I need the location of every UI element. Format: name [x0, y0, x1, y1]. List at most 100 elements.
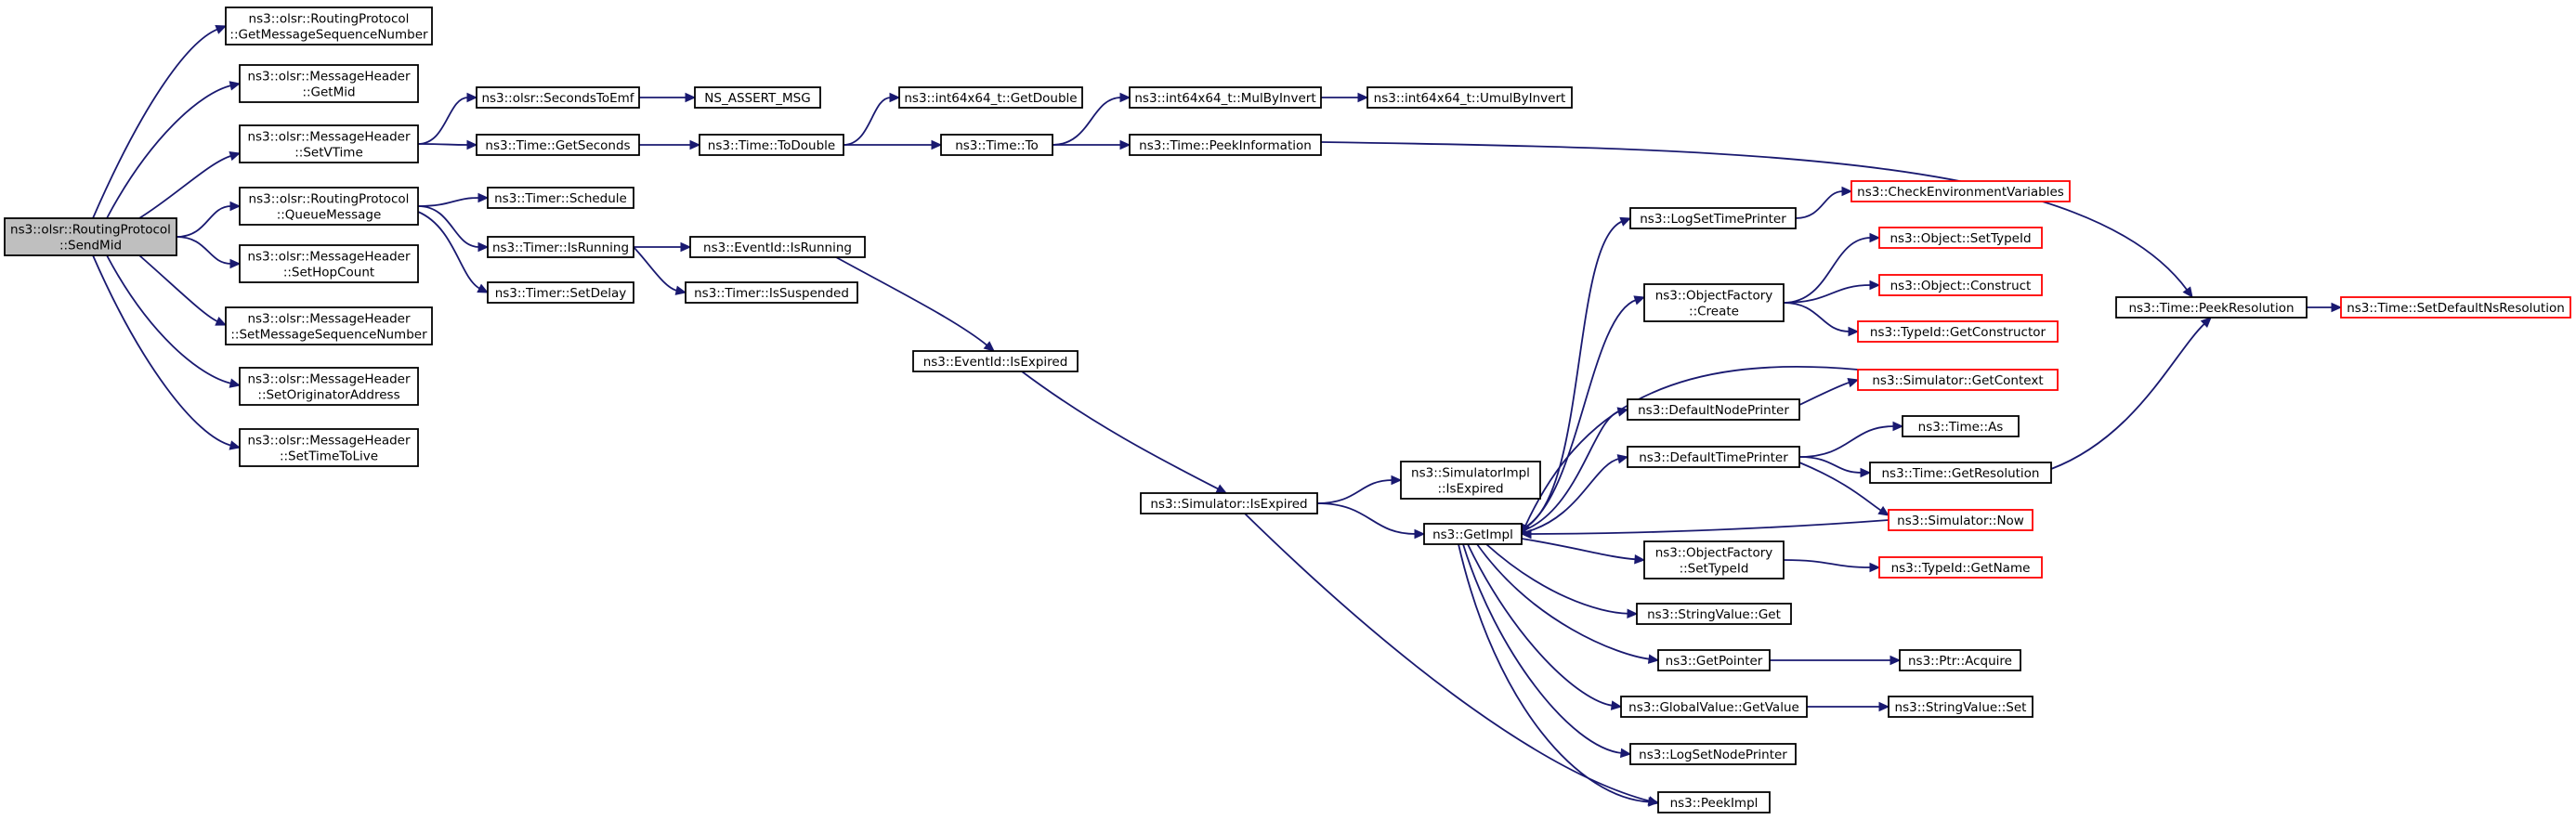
node-timeto[interactable]: ns3::Time::To: [940, 134, 1053, 156]
node-timersetdelay[interactable]: ns3::Timer::SetDelay: [487, 281, 634, 304]
node-setdefaultnsres[interactable]: ns3::Time::SetDefaultNsResolution: [2340, 296, 2571, 319]
edge-arrowhead: [689, 139, 701, 150]
node-objfactorysettypeid[interactable]: ns3::ObjectFactory::SetTypeId: [1643, 540, 1785, 579]
edge-timeto-to-mulbyinvert: [1052, 92, 1131, 146]
node-simimplisexpired[interactable]: ns3::SimulatorImpl::IsExpired: [1400, 461, 1541, 500]
node-box: [1423, 523, 1523, 545]
node-peekresolution[interactable]: ns3::Time::PeekResolution: [2115, 296, 2308, 319]
node-timeas[interactable]: ns3::Time::As: [1902, 415, 2020, 437]
node-box: [225, 306, 433, 345]
edge-queuemsg-to-timerisrunning: [417, 205, 490, 253]
node-getpointer[interactable]: ns3::GetPointer: [1657, 649, 1771, 671]
node-label: ns3::Simulator::Now: [1897, 514, 2024, 528]
edge-arrowhead: [1520, 528, 1532, 540]
node-logsetnodeprinter[interactable]: ns3::LogSetNodePrinter: [1629, 743, 1797, 765]
node-timerschedule[interactable]: ns3::Timer::Schedule: [487, 187, 634, 209]
edge-arrowhead: [466, 92, 478, 103]
edge-line: [1521, 298, 1637, 530]
edge-line: [1052, 97, 1122, 146]
node-setorig[interactable]: ns3::olsr::MessageHeader::SetOriginatorA…: [239, 367, 419, 406]
node-label: ns3::LogSetNodePrinter: [1639, 748, 1787, 762]
edge-arrowhead: [1648, 797, 1660, 807]
node-timerissuspended[interactable]: ns3::Timer::IsSuspended: [685, 281, 858, 304]
node-box: [1902, 415, 2020, 437]
edge-line: [106, 254, 232, 384]
node-setmsgseq[interactable]: ns3::olsr::MessageHeader::SetMessageSequ…: [225, 306, 433, 345]
edge-line: [1783, 237, 1872, 304]
node-getmid[interactable]: ns3::olsr::MessageHeader::GetMid: [239, 64, 419, 103]
edge-line: [138, 154, 232, 219]
node-typeidgetname[interactable]: ns3::TypeId::GetName: [1878, 556, 2043, 579]
node-objfactorycreate[interactable]: ns3::ObjectFactory::Create: [1643, 283, 1785, 322]
node-label: ns3::Time::SetDefaultNsResolution: [2347, 301, 2565, 316]
node-logsettimeprinter[interactable]: ns3::LogSetTimePrinter: [1629, 207, 1797, 229]
node-mulbyinvert[interactable]: ns3::int64x64_t::MulByInvert: [1129, 86, 1322, 109]
node-setvtime[interactable]: ns3::olsr::MessageHeader::SetVTime: [239, 124, 419, 163]
node-todouble[interactable]: ns3::Time::ToDouble: [699, 134, 844, 156]
node-box: [1857, 369, 2059, 391]
node-box: [1400, 461, 1541, 500]
node-sethopcount[interactable]: ns3::olsr::MessageHeader::SetHopCount: [239, 244, 419, 283]
node-globalvaluegetvalue[interactable]: ns3::GlobalValue::GetValue: [1620, 696, 1808, 718]
node-simnow[interactable]: ns3::Simulator::Now: [1888, 509, 2033, 531]
node-checkenv[interactable]: ns3::CheckEnvironmentVariables: [1850, 180, 2071, 202]
edge-arrowhead: [1634, 553, 1646, 565]
node-stringvalueget[interactable]: ns3::StringValue::Get: [1636, 603, 1792, 625]
node-eventidisrunning[interactable]: ns3::EventId::IsRunning: [689, 236, 866, 258]
edge-line: [1021, 371, 1220, 490]
node-box: [239, 244, 419, 283]
node-sendmid[interactable]: ns3::olsr::RoutingProtocol::SendMid: [4, 217, 177, 256]
node-box: [1899, 649, 2021, 671]
node-label: ns3::Time::GetResolution: [1881, 466, 2039, 481]
node-objconstruct[interactable]: ns3::Object::Construct: [1878, 274, 2043, 296]
node-box: [239, 428, 419, 467]
node-getimpl[interactable]: ns3::GetImpl: [1423, 523, 1523, 545]
node-box: [239, 367, 419, 406]
node-defaultnodeprinter[interactable]: ns3::DefaultNodePrinter: [1627, 398, 1800, 421]
node-simisexpired[interactable]: ns3::Simulator::IsExpired: [1140, 492, 1318, 514]
node-label: ns3::olsr::MessageHeader: [247, 372, 411, 387]
node-gettimeseconds[interactable]: ns3::Time::GetSeconds: [476, 134, 640, 156]
node-secondstoemf[interactable]: ns3::olsr::SecondsToEmf: [476, 86, 640, 109]
node-setttl[interactable]: ns3::olsr::MessageHeader::SetTimeToLive: [239, 428, 419, 467]
edge-arrowhead: [215, 316, 228, 326]
edge-sendmid-to-sethopcount: [176, 236, 242, 269]
edge-arrowhead: [1869, 232, 1881, 243]
node-box: [476, 134, 640, 156]
node-box: [476, 86, 640, 109]
edge-arrowhead: [229, 258, 242, 269]
edge-line: [417, 197, 480, 207]
edge-timerisrunning-to-eventidisrunning: [634, 241, 692, 253]
edge-arrowhead: [1647, 654, 1660, 664]
node-box: [694, 86, 821, 109]
node-label: NS_ASSERT_MSG: [704, 91, 810, 106]
node-umulbyinvert[interactable]: ns3::int64x64_t::UmulByInvert: [1366, 86, 1573, 109]
node-stringvalueset[interactable]: ns3::StringValue::Set: [1888, 696, 2033, 718]
node-getmsgseq[interactable]: ns3::olsr::RoutingProtocol::GetMessageSe…: [225, 7, 433, 46]
node-queuemsg[interactable]: ns3::olsr::RoutingProtocol::QueueMessage: [239, 187, 419, 226]
node-label: ns3::Time::GetSeconds: [485, 138, 630, 153]
node-timerisrunning[interactable]: ns3::Timer::IsRunning: [487, 236, 634, 258]
node-getdouble[interactable]: ns3::int64x64_t::GetDouble: [898, 86, 1083, 109]
node-defaulttimeprinter[interactable]: ns3::DefaultTimePrinter: [1627, 446, 1800, 468]
node-label: ::SetVTime: [294, 146, 363, 161]
node-objsettypeid[interactable]: ns3::Object::SetTypeId: [1878, 227, 2043, 249]
node-peekinfo[interactable]: ns3::Time::PeekInformation: [1129, 134, 1322, 156]
node-peekimpl[interactable]: ns3::PeekImpl: [1657, 791, 1771, 813]
node-nsassert[interactable]: NS_ASSERT_MSG: [694, 86, 821, 109]
edge-arrowhead: [680, 241, 692, 253]
edge-line: [417, 205, 480, 248]
edge-arrowhead: [2331, 302, 2343, 313]
node-simgetcontext[interactable]: ns3::Simulator::GetContext: [1857, 369, 2059, 391]
node-box: [1878, 556, 2043, 579]
edge-arrowhead: [229, 150, 242, 162]
edge-line: [417, 143, 469, 146]
node-box: [487, 187, 634, 209]
node-eventidisexpired[interactable]: ns3::EventId::IsExpired: [912, 350, 1079, 372]
edge-line: [1320, 141, 2189, 292]
node-timegetresolution[interactable]: ns3::Time::GetResolution: [1869, 462, 2052, 484]
edge-line: [1798, 381, 1850, 406]
edge-line: [1458, 543, 1651, 803]
node-ptracquire[interactable]: ns3::Ptr::Acquire: [1899, 649, 2021, 671]
node-typeidgetconstructor[interactable]: ns3::TypeId::GetConstructor: [1857, 320, 2059, 343]
